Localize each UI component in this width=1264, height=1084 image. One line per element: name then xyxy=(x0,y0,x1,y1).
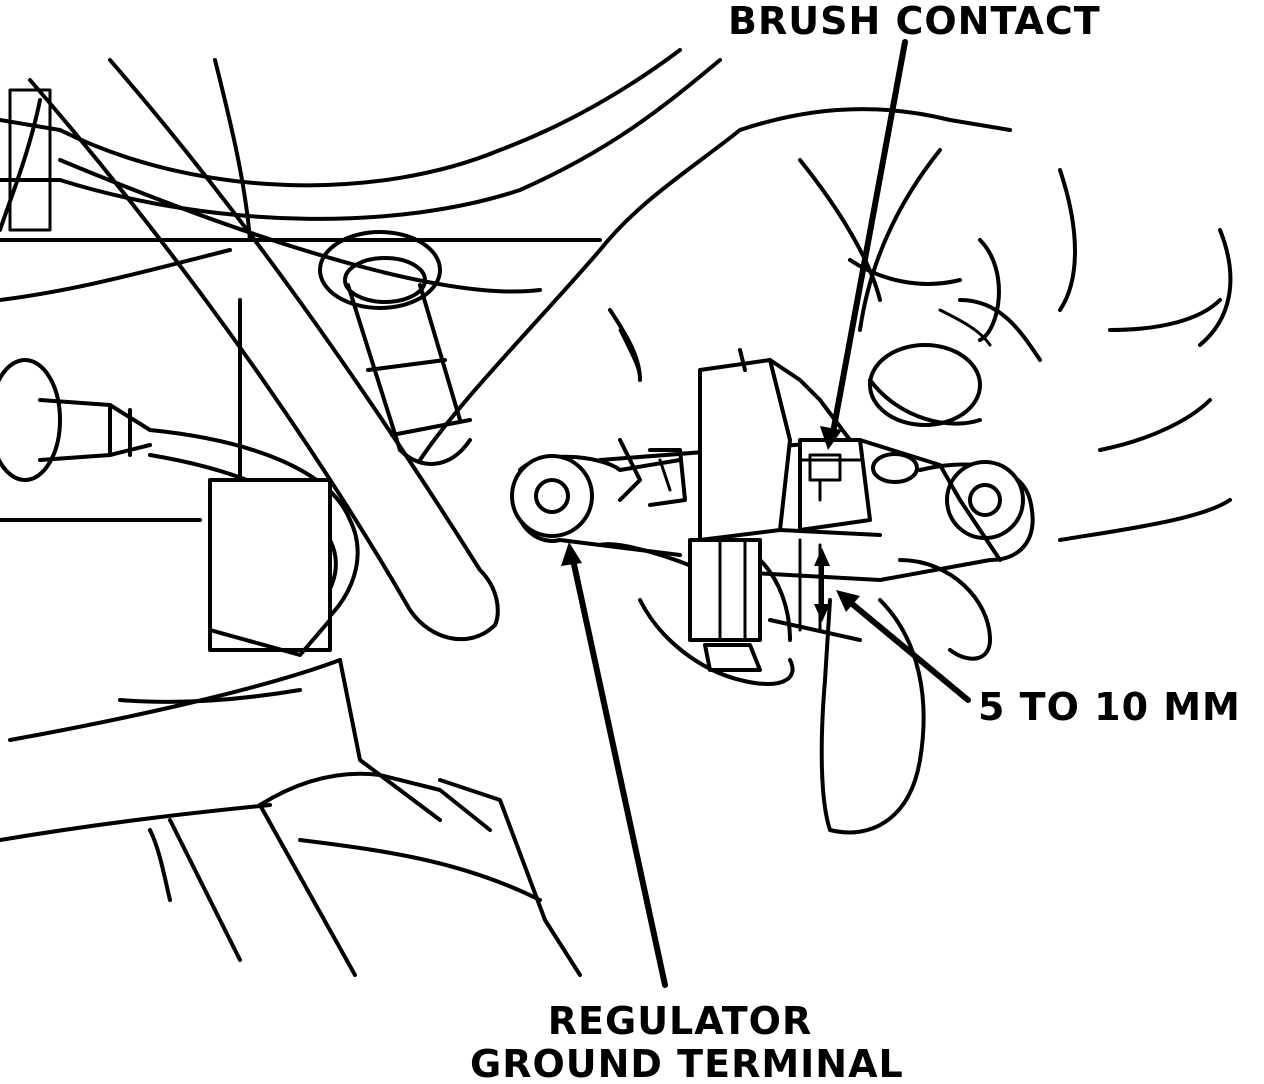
gap-leader xyxy=(836,590,971,703)
left-connector-cable xyxy=(0,358,360,657)
gap-measurement-label: 5 TO 10 MM xyxy=(978,685,1241,729)
ground-label-line1: REGULATOR xyxy=(547,999,813,1043)
ground-terminal-leader xyxy=(561,542,668,988)
dimension-arrows xyxy=(814,548,830,622)
large-hose xyxy=(0,58,500,642)
regulator-ground-terminal-label: REGULATOR GROUND TERMINAL xyxy=(470,999,904,1084)
upper-cables xyxy=(0,48,722,294)
engine-bay-structure xyxy=(0,58,602,977)
regulator-assembly xyxy=(510,348,1035,672)
metal-pipe xyxy=(318,230,472,466)
brush-contact-label: BRUSH CONTACT xyxy=(728,0,1101,43)
ground-label-line2: GROUND TERMINAL xyxy=(470,1041,904,1084)
hand xyxy=(418,107,1233,835)
brush-contact-leader xyxy=(820,39,908,450)
